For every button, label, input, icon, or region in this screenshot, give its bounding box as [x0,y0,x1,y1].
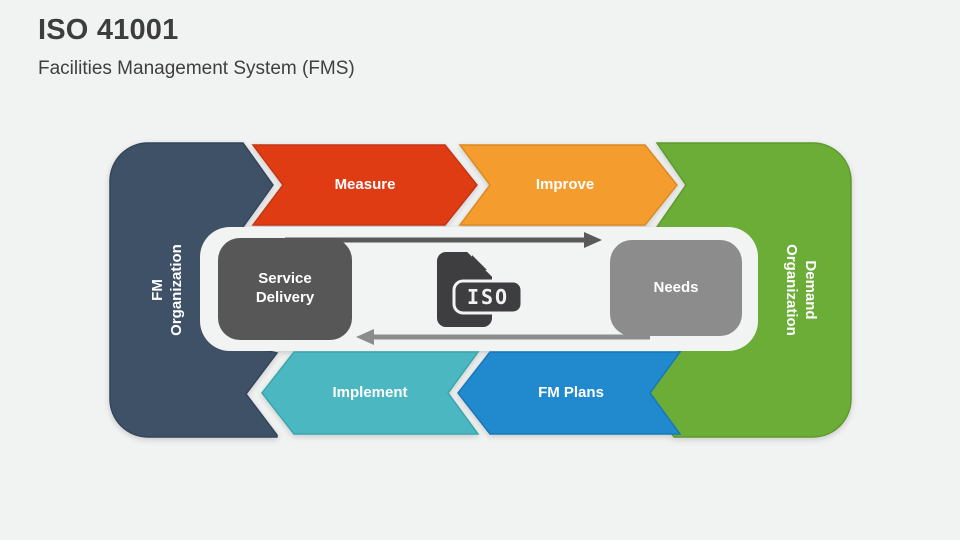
improve-arrow-shape [458,144,678,226]
needs-box [610,240,742,336]
fm-organization-label: FM Organization [142,180,194,400]
implement-arrow-shape [261,351,480,435]
service-delivery-label: Service Delivery [218,238,352,340]
needs-to-delivery-arrowhead [356,329,374,345]
iso-badge-shape [452,279,524,315]
demand-organization-label-line2: Organization [783,244,800,336]
iso-badge-label: ISO [466,285,510,309]
fm-plans-label: FM Plans [538,383,604,401]
needs-label: Needs [653,278,699,296]
service-delivery-label-line2: Delivery [255,289,315,306]
delivery-to-needs-arrowhead [584,232,602,248]
measure-label: Measure [334,175,396,193]
fm-plans-arrow-shape [457,351,682,435]
fm-organization-shape [109,142,279,438]
demand-organization-label: Demand Organization [774,180,826,400]
fm-organization-label-line2: Organization [168,244,185,336]
iso-document-fold-gap [465,247,498,280]
measure-arrow-shape [251,144,478,226]
demand-organization-label-line1: Demand [801,260,819,320]
fm-organization-label-line1: FM [149,279,167,301]
page-title: ISO 41001 [38,14,179,46]
service-delivery-label-line1: Service [258,270,312,288]
page-subtitle: Facilities Management System (FMS) [38,58,355,79]
implement-label: Implement [332,383,408,401]
improve-label: Improve [535,175,595,193]
iso-document-fold-flap [472,255,487,270]
service-delivery-box [218,238,352,340]
